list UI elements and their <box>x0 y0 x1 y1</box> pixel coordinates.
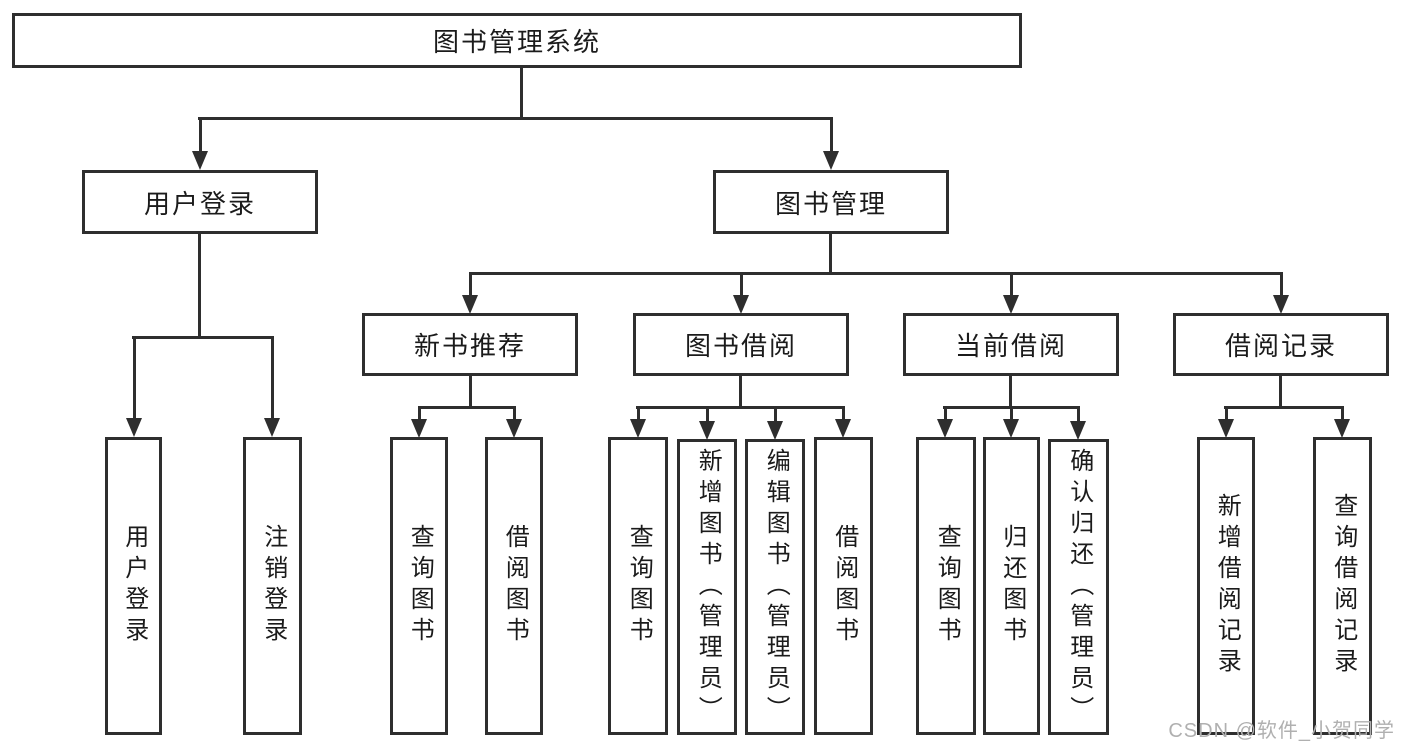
connector-arrow-down <box>126 337 142 437</box>
leaf-query-books-recommend: 查询图书 <box>390 437 448 735</box>
node-user-login: 用户登录 <box>82 170 318 234</box>
node-new-book-recommend: 新书推荐 <box>362 313 578 376</box>
leaf-add-borrow-record: 新增借阅记录 <box>1197 437 1255 735</box>
connector-line <box>418 406 516 409</box>
leaf-borrow-books-recommend: 借阅图书 <box>485 437 543 735</box>
connector-arrow-down <box>192 118 208 170</box>
connector-line <box>520 68 523 118</box>
leaf-return-books: 归还图书 <box>983 437 1040 735</box>
connector-line <box>469 272 1283 275</box>
leaf-user-login: 用户登录 <box>105 437 162 735</box>
connector-arrow-down <box>264 337 280 437</box>
connector-line <box>829 234 832 275</box>
csdn-watermark: CSDN @软件_小贺同学 <box>1168 720 1395 742</box>
connector-arrow-down <box>937 408 953 438</box>
connector-arrow-down <box>699 408 715 440</box>
connector-line <box>739 376 742 409</box>
connector-arrow-down <box>1334 408 1350 438</box>
node-borrow-records: 借阅记录 <box>1173 313 1389 376</box>
connector-arrow-down <box>630 408 646 438</box>
connector-line <box>132 336 274 339</box>
connector-line <box>1279 376 1282 409</box>
leaf-borrow-books: 借阅图书 <box>814 437 873 735</box>
leaf-query-books-current: 查询图书 <box>916 437 976 735</box>
connector-arrow-down <box>411 408 427 438</box>
connector-line <box>1009 376 1012 409</box>
connector-arrow-down <box>1003 274 1019 314</box>
node-book-management: 图书管理 <box>713 170 949 234</box>
connector-arrow-down <box>1218 408 1234 438</box>
connector-line <box>636 406 845 409</box>
connector-arrow-down <box>462 274 478 314</box>
node-current-borrow: 当前借阅 <box>903 313 1119 376</box>
connector-line <box>469 376 472 409</box>
connector-arrow-down <box>823 118 839 170</box>
leaf-query-borrow-record: 查询借阅记录 <box>1313 437 1372 735</box>
connector-arrow-down <box>835 408 851 438</box>
connector-arrow-down <box>506 408 522 438</box>
connector-arrow-down <box>767 408 783 440</box>
leaf-logout: 注销登录 <box>243 437 302 735</box>
connector-line <box>198 117 833 120</box>
connector-line <box>198 234 201 338</box>
connector-line <box>1224 406 1344 409</box>
connector-arrow-down <box>733 274 749 314</box>
leaf-confirm-return-admin: 确认归还（管理员） <box>1048 439 1109 735</box>
leaf-edit-books-admin: 编辑图书（管理员） <box>745 439 805 735</box>
leaf-query-books-borrow: 查询图书 <box>608 437 668 735</box>
connector-line <box>943 406 1080 409</box>
connector-arrow-down <box>1273 274 1289 314</box>
connector-arrow-down <box>1070 408 1086 440</box>
node-library-management-system: 图书管理系统 <box>12 13 1022 68</box>
leaf-add-books-admin: 新增图书（管理员） <box>677 439 737 735</box>
connector-arrow-down <box>1003 408 1019 438</box>
node-book-borrow: 图书借阅 <box>633 313 849 376</box>
